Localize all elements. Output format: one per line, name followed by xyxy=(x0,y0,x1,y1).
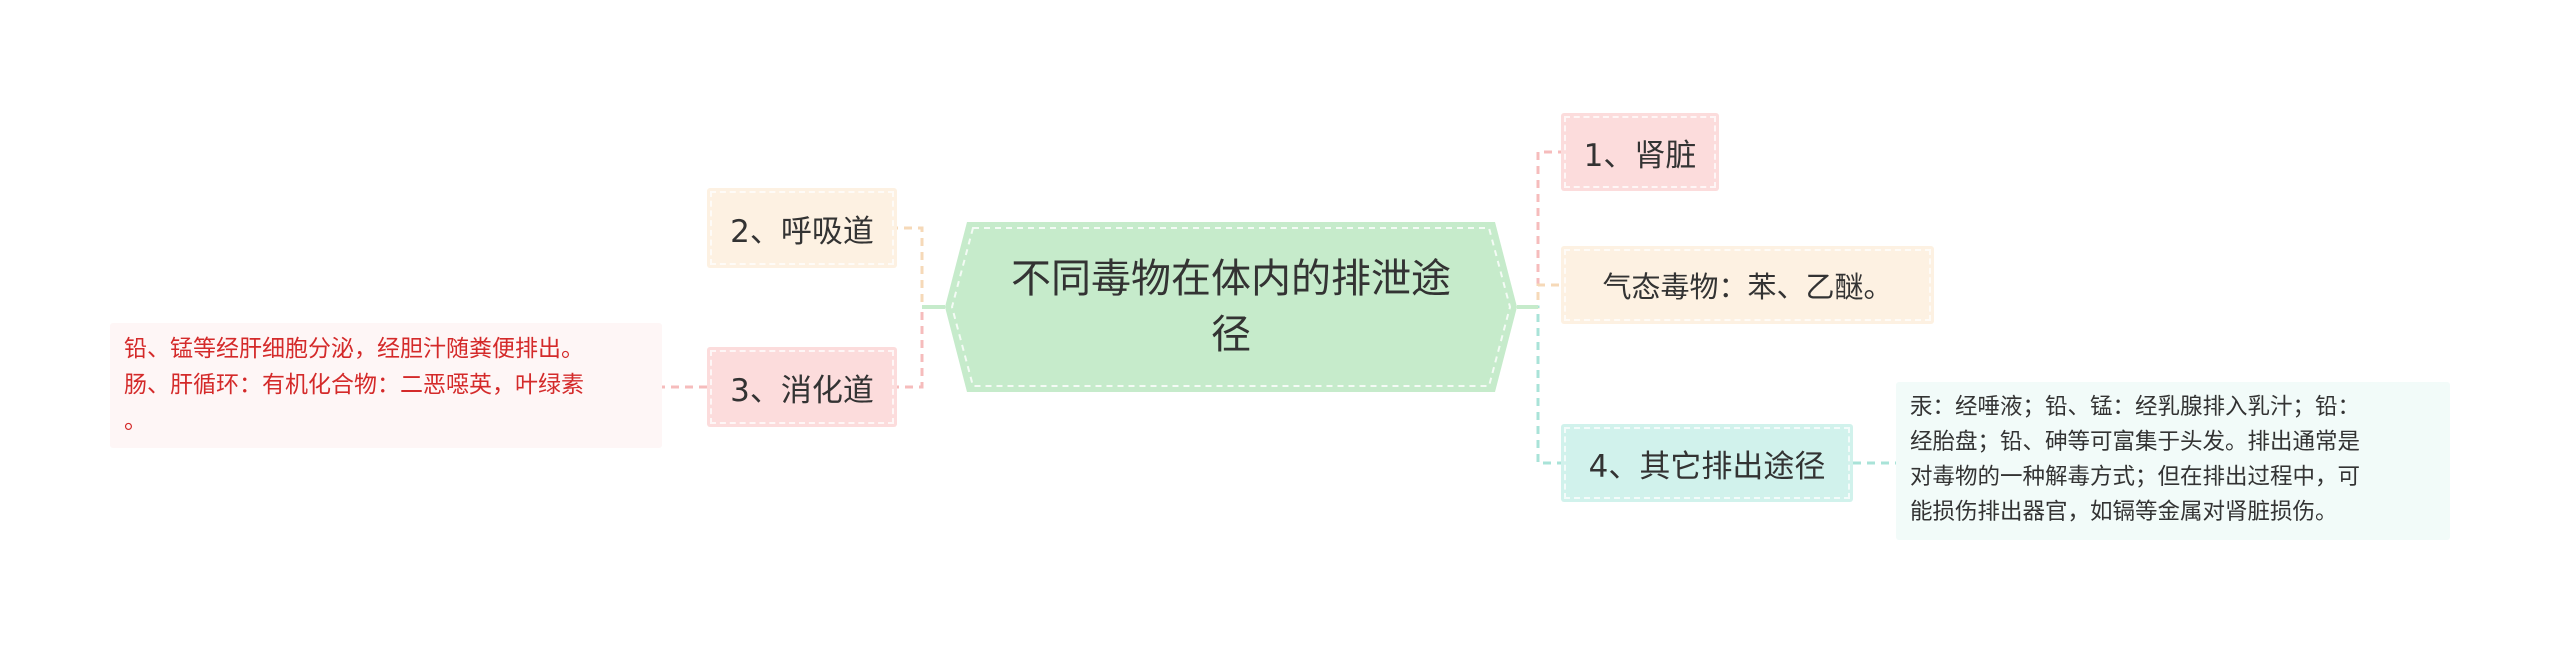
leaf-digestive-line-3: 。 xyxy=(124,408,147,434)
center-hexagon-shape xyxy=(945,222,1517,392)
branch-other-routes[interactable]: 4、其它排出途径 xyxy=(1561,424,1853,502)
center-topic-node[interactable]: 不同毒物在体内的排泄途 径 xyxy=(945,222,1517,392)
connector-center-to-huxi xyxy=(897,226,945,309)
branch-gaseous-toxins-label: 气态毒物：苯、乙醚。 xyxy=(1602,270,1893,304)
leaf-other-line-4: 能损伤排出器官，如镉等金属对肾脏损伤。 xyxy=(1910,499,2338,525)
branch-digestive-tract-label: 3、消化道 xyxy=(730,372,874,409)
branch-respiratory-tract[interactable]: 2、呼吸道 xyxy=(707,188,897,268)
connector-center-to-qitai xyxy=(1517,283,1561,309)
leaf-digestive-detail[interactable]: 铅、锰等经肝细胞分泌，经胆汁随粪便排出。 肠、肝循环：有机化合物：二恶噁英，叶绿… xyxy=(110,323,662,448)
connector-center-to-xiaohua xyxy=(897,305,945,389)
leaf-digestive-line-1: 铅、锰等经肝细胞分泌，经胆汁随粪便排出。 xyxy=(124,336,584,362)
leaf-other-routes-detail[interactable]: 汞：经唾液；铅、锰：经乳腺排入乳汁；铅： 经胎盘；铅、砷等可富集于头发。排出通常… xyxy=(1896,382,2450,540)
leaf-other-line-1: 汞：经唾液；铅、锰：经乳腺排入乳汁；铅： xyxy=(1910,394,2361,420)
connector-center-to-shen xyxy=(1517,150,1561,309)
branch-digestive-tract[interactable]: 3、消化道 xyxy=(707,347,897,427)
branch-other-routes-label: 4、其它排出途径 xyxy=(1588,448,1826,485)
branch-gaseous-toxins[interactable]: 气态毒物：苯、乙醚。 xyxy=(1561,246,1934,324)
leaf-digestive-line-2: 肠、肝循环：有机化合物：二恶噁英，叶绿素 xyxy=(124,372,584,398)
center-topic-title: 不同毒物在体内的排泄途 径 xyxy=(985,222,1477,392)
connector-center-to-qita xyxy=(1517,305,1561,465)
leaf-other-line-3: 对毒物的一种解毒方式；但在排出过程中，可 xyxy=(1910,464,2361,490)
branch-respiratory-tract-label: 2、呼吸道 xyxy=(730,213,874,250)
leaf-other-line-2: 经胎盘；铅、砷等可富集于头发。排出通常是 xyxy=(1910,429,2361,455)
center-title-line-2: 径 xyxy=(1211,312,1251,358)
center-title-line-1: 不同毒物在体内的排泄途 xyxy=(1011,256,1451,302)
branch-kidney[interactable]: 1、肾脏 xyxy=(1561,113,1719,191)
branch-kidney-label: 1、肾脏 xyxy=(1583,137,1697,174)
